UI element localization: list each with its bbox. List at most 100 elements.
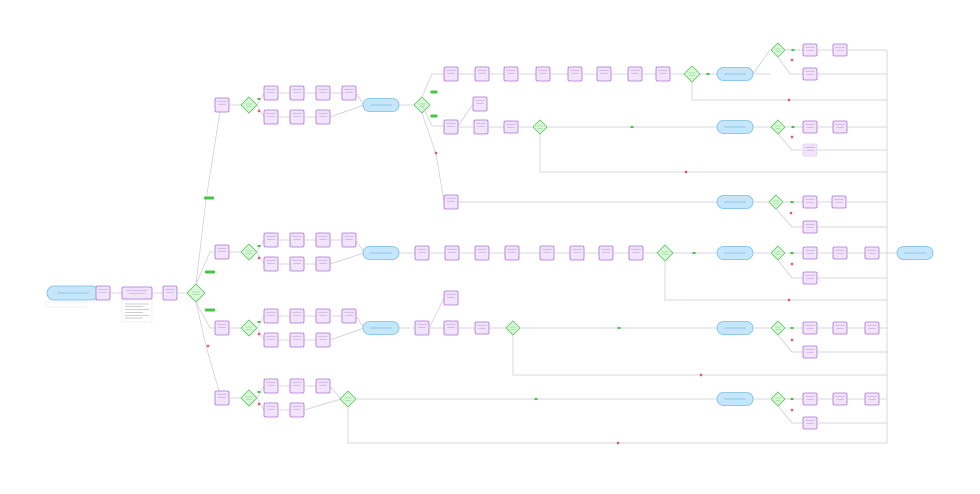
- branch-label: [205, 270, 215, 274]
- connector-line: [329, 385, 342, 400]
- connector-line: [355, 92, 365, 106]
- no-marker: [790, 58, 794, 62]
- yes-marker: [630, 126, 634, 128]
- process-box: [443, 290, 459, 306]
- note-box: [45, 301, 87, 308]
- yes-marker: [790, 327, 794, 329]
- note-box: [121, 299, 153, 323]
- no-marker: [787, 298, 791, 302]
- process-box: [263, 256, 279, 272]
- connector-line: [777, 259, 803, 279]
- connector-line: [347, 407, 887, 444]
- process-box: [315, 308, 331, 324]
- connector-line: [512, 335, 887, 376]
- no-marker: [206, 344, 210, 348]
- process-box: [414, 320, 430, 336]
- branch-decision: [240, 96, 258, 114]
- connector-line: [421, 104, 444, 127]
- connector-line: [428, 297, 445, 329]
- process-box: [472, 96, 488, 112]
- process-box: [214, 244, 230, 260]
- branch-decision: [770, 391, 786, 407]
- yes-marker: [791, 126, 795, 128]
- process-box: [289, 109, 305, 125]
- process-box: [443, 194, 459, 210]
- process-box: [473, 119, 489, 135]
- no-marker: [790, 408, 794, 412]
- yes-marker: [257, 391, 261, 393]
- process-box: [263, 378, 279, 394]
- connector-line: [256, 104, 265, 118]
- branch-decision: [240, 243, 258, 261]
- process-box: [414, 245, 430, 261]
- main-decision: [186, 283, 206, 303]
- process-box: [443, 320, 459, 336]
- process-box: [263, 232, 279, 248]
- no-marker: [434, 151, 438, 155]
- no-marker: [257, 332, 261, 336]
- branch-decision: [768, 194, 784, 210]
- yes-marker: [791, 49, 795, 51]
- connector-line: [256, 397, 265, 411]
- branch-decision: [339, 390, 357, 408]
- branch-decision: [656, 244, 674, 262]
- process-box: [315, 378, 331, 394]
- process-box: [289, 232, 305, 248]
- connector-line: [457, 103, 474, 127]
- process-box: [596, 66, 612, 82]
- connector-line: [777, 133, 803, 151]
- process-box: [315, 332, 331, 348]
- connector-line: [355, 239, 365, 254]
- process-box: [341, 85, 357, 101]
- process-box: [263, 109, 279, 125]
- process-box: [503, 66, 519, 82]
- branch-decision: [683, 65, 701, 83]
- process-box: [539, 245, 555, 261]
- no-marker: [790, 135, 794, 139]
- no-marker: [257, 256, 261, 260]
- process-box: [315, 256, 331, 272]
- process-box: [214, 320, 230, 336]
- no-marker: [790, 262, 794, 266]
- process-box: [341, 232, 357, 248]
- connector-line: [256, 251, 265, 265]
- connector-line: [539, 134, 887, 173]
- yes-marker: [617, 327, 621, 329]
- process-box: [263, 308, 279, 324]
- no-marker: [789, 211, 793, 215]
- yes-marker: [257, 245, 261, 247]
- connector-line: [777, 56, 803, 75]
- branch-decision: [240, 389, 258, 407]
- branch-label: [430, 114, 438, 118]
- yes-marker: [257, 98, 261, 100]
- process-box: [263, 332, 279, 348]
- process-box: [598, 245, 614, 261]
- process-box: [263, 85, 279, 101]
- yes-marker: [790, 201, 794, 203]
- branch-line: [195, 301, 222, 399]
- process-box: [289, 256, 305, 272]
- process-box: [162, 285, 178, 301]
- no-marker: [787, 98, 791, 102]
- yes-marker: [534, 398, 538, 400]
- process-box: [474, 245, 490, 261]
- connector-line: [329, 327, 365, 341]
- connector-line: [256, 327, 265, 341]
- branch-line: [195, 104, 222, 285]
- process-box: [443, 119, 459, 135]
- process-box: [315, 109, 331, 125]
- process-box: [655, 66, 671, 82]
- process-box: [569, 245, 585, 261]
- connector-line: [329, 104, 365, 118]
- branch-decision: [770, 245, 786, 261]
- yes-marker: [790, 398, 794, 400]
- process-box: [315, 85, 331, 101]
- branch-decision: [770, 119, 786, 135]
- yes-marker: [257, 321, 261, 323]
- process-box: [504, 245, 520, 261]
- branch-decision: [770, 320, 786, 336]
- connector-line: [691, 82, 887, 101]
- process-box: [214, 390, 230, 406]
- process-box: [474, 66, 490, 82]
- branch-decision: [770, 42, 786, 58]
